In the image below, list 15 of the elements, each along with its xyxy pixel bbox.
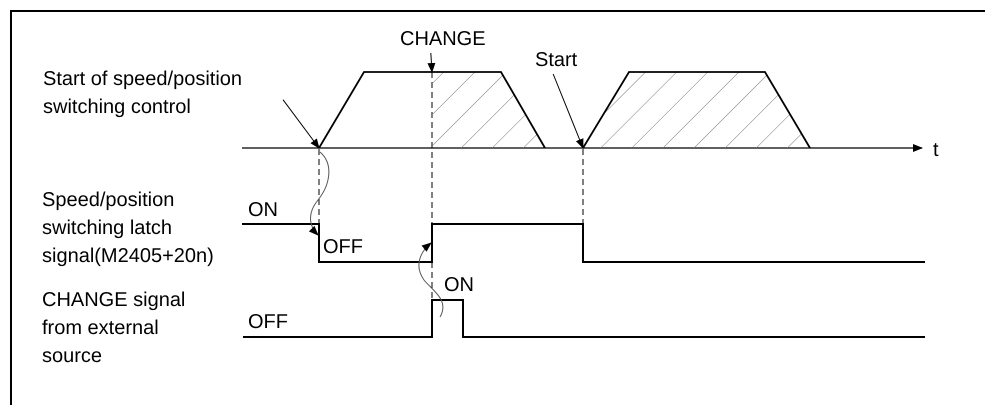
- annotation-text: Start: [535, 46, 578, 74]
- signal-label: CHANGE signal from external source: [42, 288, 186, 369]
- axis-label: t: [933, 139, 939, 161]
- speed-profile-trapezoid: [583, 72, 810, 148]
- state-label: ON: [444, 274, 474, 296]
- state-label: OFF: [248, 311, 288, 333]
- annotation-text: Start of speed/position switching control: [43, 65, 283, 121]
- speed-profile-trapezoid: [319, 72, 545, 148]
- signal-label: Speed/position switching latch signal(M2405+20n): [42, 188, 215, 269]
- leader-line: [282, 99, 320, 149]
- leader-line: [427, 52, 436, 73]
- state-label: ON: [248, 199, 278, 221]
- state-label: OFF: [323, 236, 363, 258]
- annotation-text: CHANGE: [400, 25, 486, 53]
- leader-line: [552, 74, 584, 149]
